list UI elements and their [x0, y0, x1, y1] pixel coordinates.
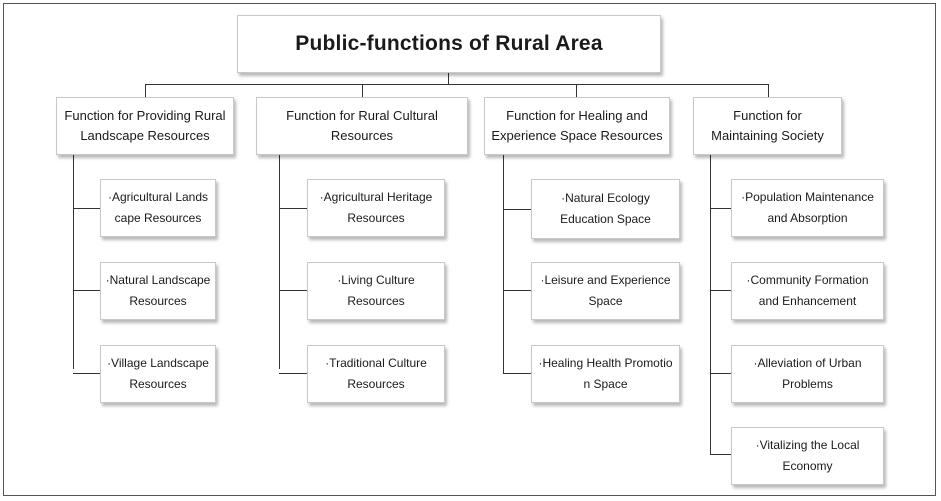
leaf-village-landscape: ·Village Landscape Resources	[100, 345, 216, 403]
category-node-healing-experience: Function for Healing and Experience Spac…	[484, 97, 670, 155]
connector-col4-branch-3	[710, 373, 731, 374]
leaf-alleviation-urban: ·Alleviation of Urban Problems	[731, 345, 884, 403]
leaf-label: ·Alleviation of Urban Problems	[753, 356, 862, 391]
category-label: Function for Healing and Experience Spac…	[491, 108, 663, 143]
connector-col3-branch-1	[503, 209, 531, 210]
leaf-living-culture: ·Living Culture Resources	[307, 262, 445, 320]
category-label: Function for Maintaining Society	[711, 108, 824, 143]
connector-col2-branch-1	[279, 208, 307, 209]
connector-root-stem	[448, 73, 449, 84]
leaf-natural-landscape: ·Natural Landscape Resources	[100, 262, 216, 320]
leaf-label: ·Healing Health Promotio n Space	[538, 356, 673, 391]
connector-col1-spine	[73, 155, 74, 369]
connector-col1-branch-3	[73, 373, 100, 374]
leaf-agricultural-heritage: ·Agricultural Heritage Resources	[307, 179, 445, 237]
root-node: Public-functions of Rural Area	[237, 15, 661, 73]
connector-col4-branch-2	[710, 290, 731, 291]
connector-col2-branch-3	[279, 373, 307, 374]
leaf-label: ·Natural Ecology Education Space	[560, 191, 651, 226]
connector-col4-spine	[710, 155, 711, 454]
leaf-traditional-culture: ·Traditional Culture Resources	[307, 345, 445, 403]
connector-drop-4	[768, 84, 769, 97]
connector-top-bar	[145, 84, 768, 85]
leaf-label: ·Agricultural Lands cape Resources	[107, 190, 209, 225]
connector-drop-3	[576, 84, 577, 97]
leaf-label: ·Agricultural Heritage Resources	[319, 190, 433, 225]
category-label: Function for Rural Cultural Resources	[286, 108, 438, 143]
connector-col1-branch-1	[73, 208, 100, 209]
connector-col2-branch-2	[279, 290, 307, 291]
leaf-natural-ecology: ·Natural Ecology Education Space	[531, 179, 680, 239]
connector-drop-2	[362, 84, 363, 97]
connector-drop-1	[145, 84, 146, 97]
leaf-label: ·Vitalizing the Local Economy	[755, 438, 860, 473]
connector-col3-branch-2	[503, 290, 531, 291]
category-label: Function for Providing Rural Landscape R…	[64, 108, 226, 143]
category-node-maintaining-society: Function for Maintaining Society	[693, 97, 842, 155]
connector-col4-branch-4	[710, 454, 731, 455]
connector-col1-branch-2	[73, 290, 100, 291]
leaf-label: ·Leisure and Experience Space	[540, 273, 671, 308]
leaf-label: ·Traditional Culture Resources	[325, 356, 427, 391]
connector-col4-branch-1	[710, 208, 731, 209]
leaf-label: ·Community Formation and Enhancement	[746, 273, 869, 308]
leaf-healing-health: ·Healing Health Promotio n Space	[531, 345, 680, 403]
leaf-community-formation: ·Community Formation and Enhancement	[731, 262, 884, 320]
leaf-vitalizing-economy: ·Vitalizing the Local Economy	[731, 427, 884, 485]
connector-col3-branch-3	[503, 373, 531, 374]
category-node-rural-landscape: Function for Providing Rural Landscape R…	[56, 97, 234, 155]
root-title: Public-functions of Rural Area	[295, 32, 603, 55]
connector-col2-spine	[279, 155, 280, 369]
leaf-label: ·Population Maintenance and Absorption	[741, 190, 874, 225]
leaf-label: ·Natural Landscape Resources	[105, 273, 211, 308]
leaf-agricultural-landscape: ·Agricultural Lands cape Resources	[100, 179, 216, 237]
leaf-leisure-experience: ·Leisure and Experience Space	[531, 262, 680, 320]
connector-col3-spine	[503, 155, 504, 374]
diagram-frame	[3, 3, 936, 496]
leaf-label: ·Village Landscape Resources	[107, 356, 209, 391]
leaf-label: ·Living Culture Resources	[337, 273, 415, 308]
category-node-rural-cultural: Function for Rural Cultural Resources	[256, 97, 468, 155]
leaf-population-maintenance: ·Population Maintenance and Absorption	[731, 179, 884, 237]
